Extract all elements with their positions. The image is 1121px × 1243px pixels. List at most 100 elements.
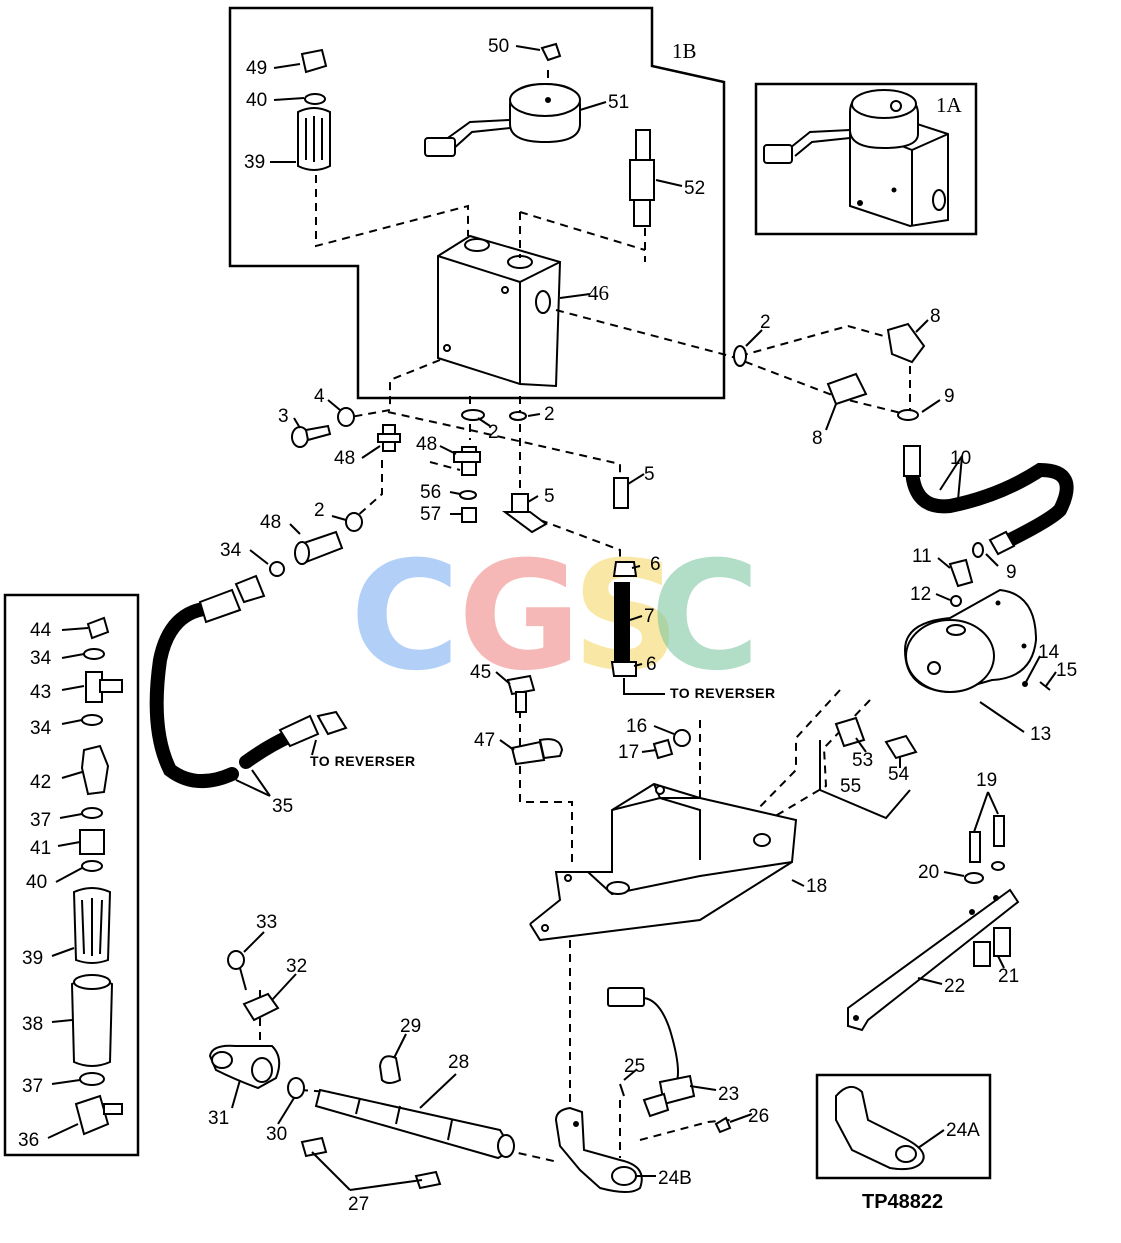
callout-34: 34 xyxy=(30,648,52,669)
kit-frame-24a xyxy=(815,1073,992,1180)
o-ring-2 xyxy=(345,512,363,532)
callout-24a: 24A xyxy=(946,1120,980,1141)
washer-30 xyxy=(287,1077,305,1099)
callout-39: 39 xyxy=(244,152,265,173)
nut-17 xyxy=(652,738,674,760)
pin-26 xyxy=(714,1116,732,1134)
callout-35: 35 xyxy=(272,796,293,817)
guide-dash xyxy=(299,1089,559,1163)
washer-40 xyxy=(81,860,103,872)
callout-9: 9 xyxy=(944,386,955,407)
watermark-letter-c1: C xyxy=(350,530,460,704)
switch-23 xyxy=(607,987,696,1118)
pin-27 xyxy=(414,1170,442,1190)
callout-40: 40 xyxy=(26,872,47,893)
callout-42: 42 xyxy=(30,772,51,793)
callout-26: 26 xyxy=(748,1106,769,1127)
callout-27: 27 xyxy=(348,1194,369,1215)
reverser-valve-13 xyxy=(903,588,1038,694)
hose-35 xyxy=(149,601,239,789)
callout-46: 46 xyxy=(588,281,609,305)
o-ring-9 xyxy=(972,542,984,558)
washer-16 xyxy=(673,729,691,747)
callout-44: 44 xyxy=(30,620,52,641)
pin-19 xyxy=(969,815,1005,863)
callout-16: 16 xyxy=(626,716,647,737)
caption-leader xyxy=(623,678,665,695)
o-ring-34 xyxy=(83,648,105,660)
callout-34: 34 xyxy=(30,718,52,739)
watermark-letter-g: G xyxy=(458,530,581,704)
callout-14: 14 xyxy=(1038,642,1060,663)
guide-dash xyxy=(387,411,621,478)
hose-10 xyxy=(905,462,1074,547)
callout-37: 37 xyxy=(22,1076,43,1097)
callout-20: 20 xyxy=(918,862,939,883)
callout-40: 40 xyxy=(246,90,267,111)
fitting-48 xyxy=(294,530,344,565)
caption-leader xyxy=(819,740,911,820)
fitting-5 xyxy=(613,477,629,509)
hose-35-fitting xyxy=(198,574,348,748)
guide-dash xyxy=(699,689,841,869)
callout-54: 54 xyxy=(888,764,910,785)
callout-34: 34 xyxy=(220,540,242,561)
clip-29 xyxy=(378,1055,402,1084)
section-1a-frame xyxy=(754,82,978,236)
callout-29: 29 xyxy=(400,1016,421,1037)
callout-55: 55 xyxy=(840,776,861,797)
hose-10-fitting xyxy=(903,445,1016,556)
nut-6 xyxy=(612,561,638,577)
callout-57: 57 xyxy=(420,504,441,525)
shaft-28 xyxy=(314,1088,515,1160)
elbow-54 xyxy=(884,734,918,760)
bracket-18 xyxy=(529,782,798,942)
fitting-42 xyxy=(80,744,110,796)
solenoid-1a xyxy=(763,89,949,228)
caption-to-reverser: TO REVERSER xyxy=(310,753,416,769)
leader-lines xyxy=(47,45,1057,1191)
callout-8: 8 xyxy=(812,428,823,449)
callout-52: 52 xyxy=(684,178,705,199)
screw-3 xyxy=(291,424,332,448)
callouts: 49 40 39 50 51 52 46 2 8 9 8 4 3 2 2 48 … xyxy=(18,36,1077,1215)
filter-39 xyxy=(72,887,112,964)
cap-49 xyxy=(300,48,328,74)
lever-24a xyxy=(835,1085,925,1171)
fitting-43 xyxy=(85,671,123,703)
link-22 xyxy=(847,888,1020,1032)
callout-37: 37 xyxy=(30,810,51,831)
o-ring-12 xyxy=(950,595,962,607)
figure-id: TP48822 xyxy=(862,1191,943,1213)
callout-31: 31 xyxy=(208,1108,229,1129)
washer-20 xyxy=(964,872,984,884)
callout-39: 39 xyxy=(22,948,43,969)
filter-39-top xyxy=(297,107,331,171)
callout-56: 56 xyxy=(420,482,441,503)
label-1a: 1A xyxy=(936,93,963,117)
callout-22: 22 xyxy=(944,976,965,997)
guide-dash xyxy=(315,175,469,248)
section-1b-frame xyxy=(228,6,726,400)
callout-49: 49 xyxy=(246,58,267,79)
callout-11: 11 xyxy=(912,546,932,567)
callout-45: 45 xyxy=(470,662,491,683)
o-ring-56 xyxy=(459,490,477,500)
cap-57 xyxy=(461,507,477,523)
clamp-47 xyxy=(510,738,564,766)
o-ring-37 xyxy=(79,1072,105,1086)
callout-43: 43 xyxy=(30,682,51,703)
o-ring-34 xyxy=(81,714,103,726)
tube-7 xyxy=(614,582,630,662)
callout-2: 2 xyxy=(544,404,555,425)
callout-4: 4 xyxy=(314,386,325,407)
callout-47: 47 xyxy=(474,730,495,751)
washer-20 xyxy=(991,861,1005,871)
lever-24b xyxy=(554,1106,643,1193)
callout-53: 53 xyxy=(852,750,873,771)
watermark: C G S C xyxy=(350,530,760,704)
valve-body-46 xyxy=(437,234,562,388)
elbow-8 xyxy=(886,322,926,364)
guide-dash xyxy=(519,710,573,868)
